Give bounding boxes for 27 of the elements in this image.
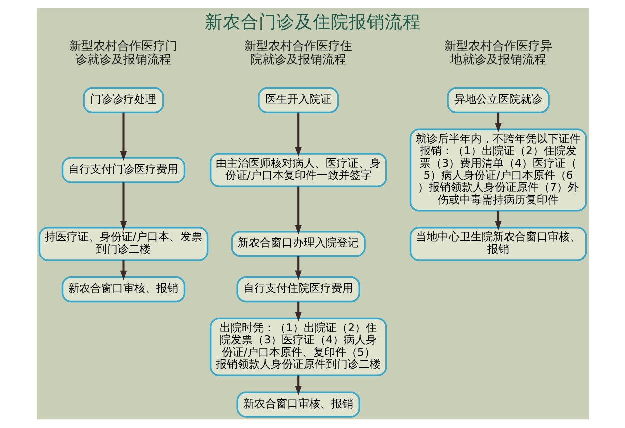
node-box: 新农合窗口审核、报销 <box>236 392 360 418</box>
label: 新型农村合作医疗门诊就诊及报销流程 <box>69 38 178 66</box>
arrow <box>294 376 302 396</box>
node-box: 就诊后半年内，不跨年凭以下证件报销：（1）出院证（2）住院发票（3）费用清单（4）医疗证（5）病人身份证/户口本原件（6）报销领款人身份证原件（7）外伤或中毒需持病历复印件 <box>409 128 587 212</box>
node-box: 自行支付门诊医疗费用 <box>61 157 186 184</box>
node-box: 自行支付住院医疗费用 <box>236 276 360 303</box>
label: 新型农村合作医疗异地就诊及报销流程 <box>444 38 552 66</box>
arrow <box>120 112 127 162</box>
node-box: 新农合窗口办理入院登记 <box>230 231 366 258</box>
arrow <box>294 112 302 157</box>
label: 新型农村合作医疗住院就诊及报销流程 <box>244 38 352 66</box>
arrow <box>294 186 302 235</box>
node-box: 医生开入院证 <box>258 87 339 114</box>
node-box: 新农合窗口审核、报销 <box>61 276 186 303</box>
arrow <box>294 302 302 322</box>
diagram-title: 新农合门诊及住院报销流程 <box>204 12 420 33</box>
node-box: 由主治医师核对病人、医疗证、身份证/户口本复印件一致并签字 <box>209 153 387 188</box>
node-box: 当地中心卫生院新农合窗口审核、报销 <box>409 227 587 262</box>
arrow <box>494 211 502 231</box>
arrow <box>294 256 302 280</box>
node-box: 出院时凭：（1）出院证（2）住院发票（3）医疗证（4）病人身份证/户口本原件、复印件（5）报销领款人身份证原件到门诊二楼 <box>209 318 387 376</box>
node-box: 异地公立医院就诊 <box>446 87 550 114</box>
arrow <box>120 260 127 280</box>
arrow <box>494 112 502 133</box>
node-box: 门诊诊疗处理 <box>82 87 164 114</box>
node-box: 持医疗证、身份证/户口本、发票到门诊二楼 <box>38 227 208 262</box>
arrow <box>120 182 127 231</box>
